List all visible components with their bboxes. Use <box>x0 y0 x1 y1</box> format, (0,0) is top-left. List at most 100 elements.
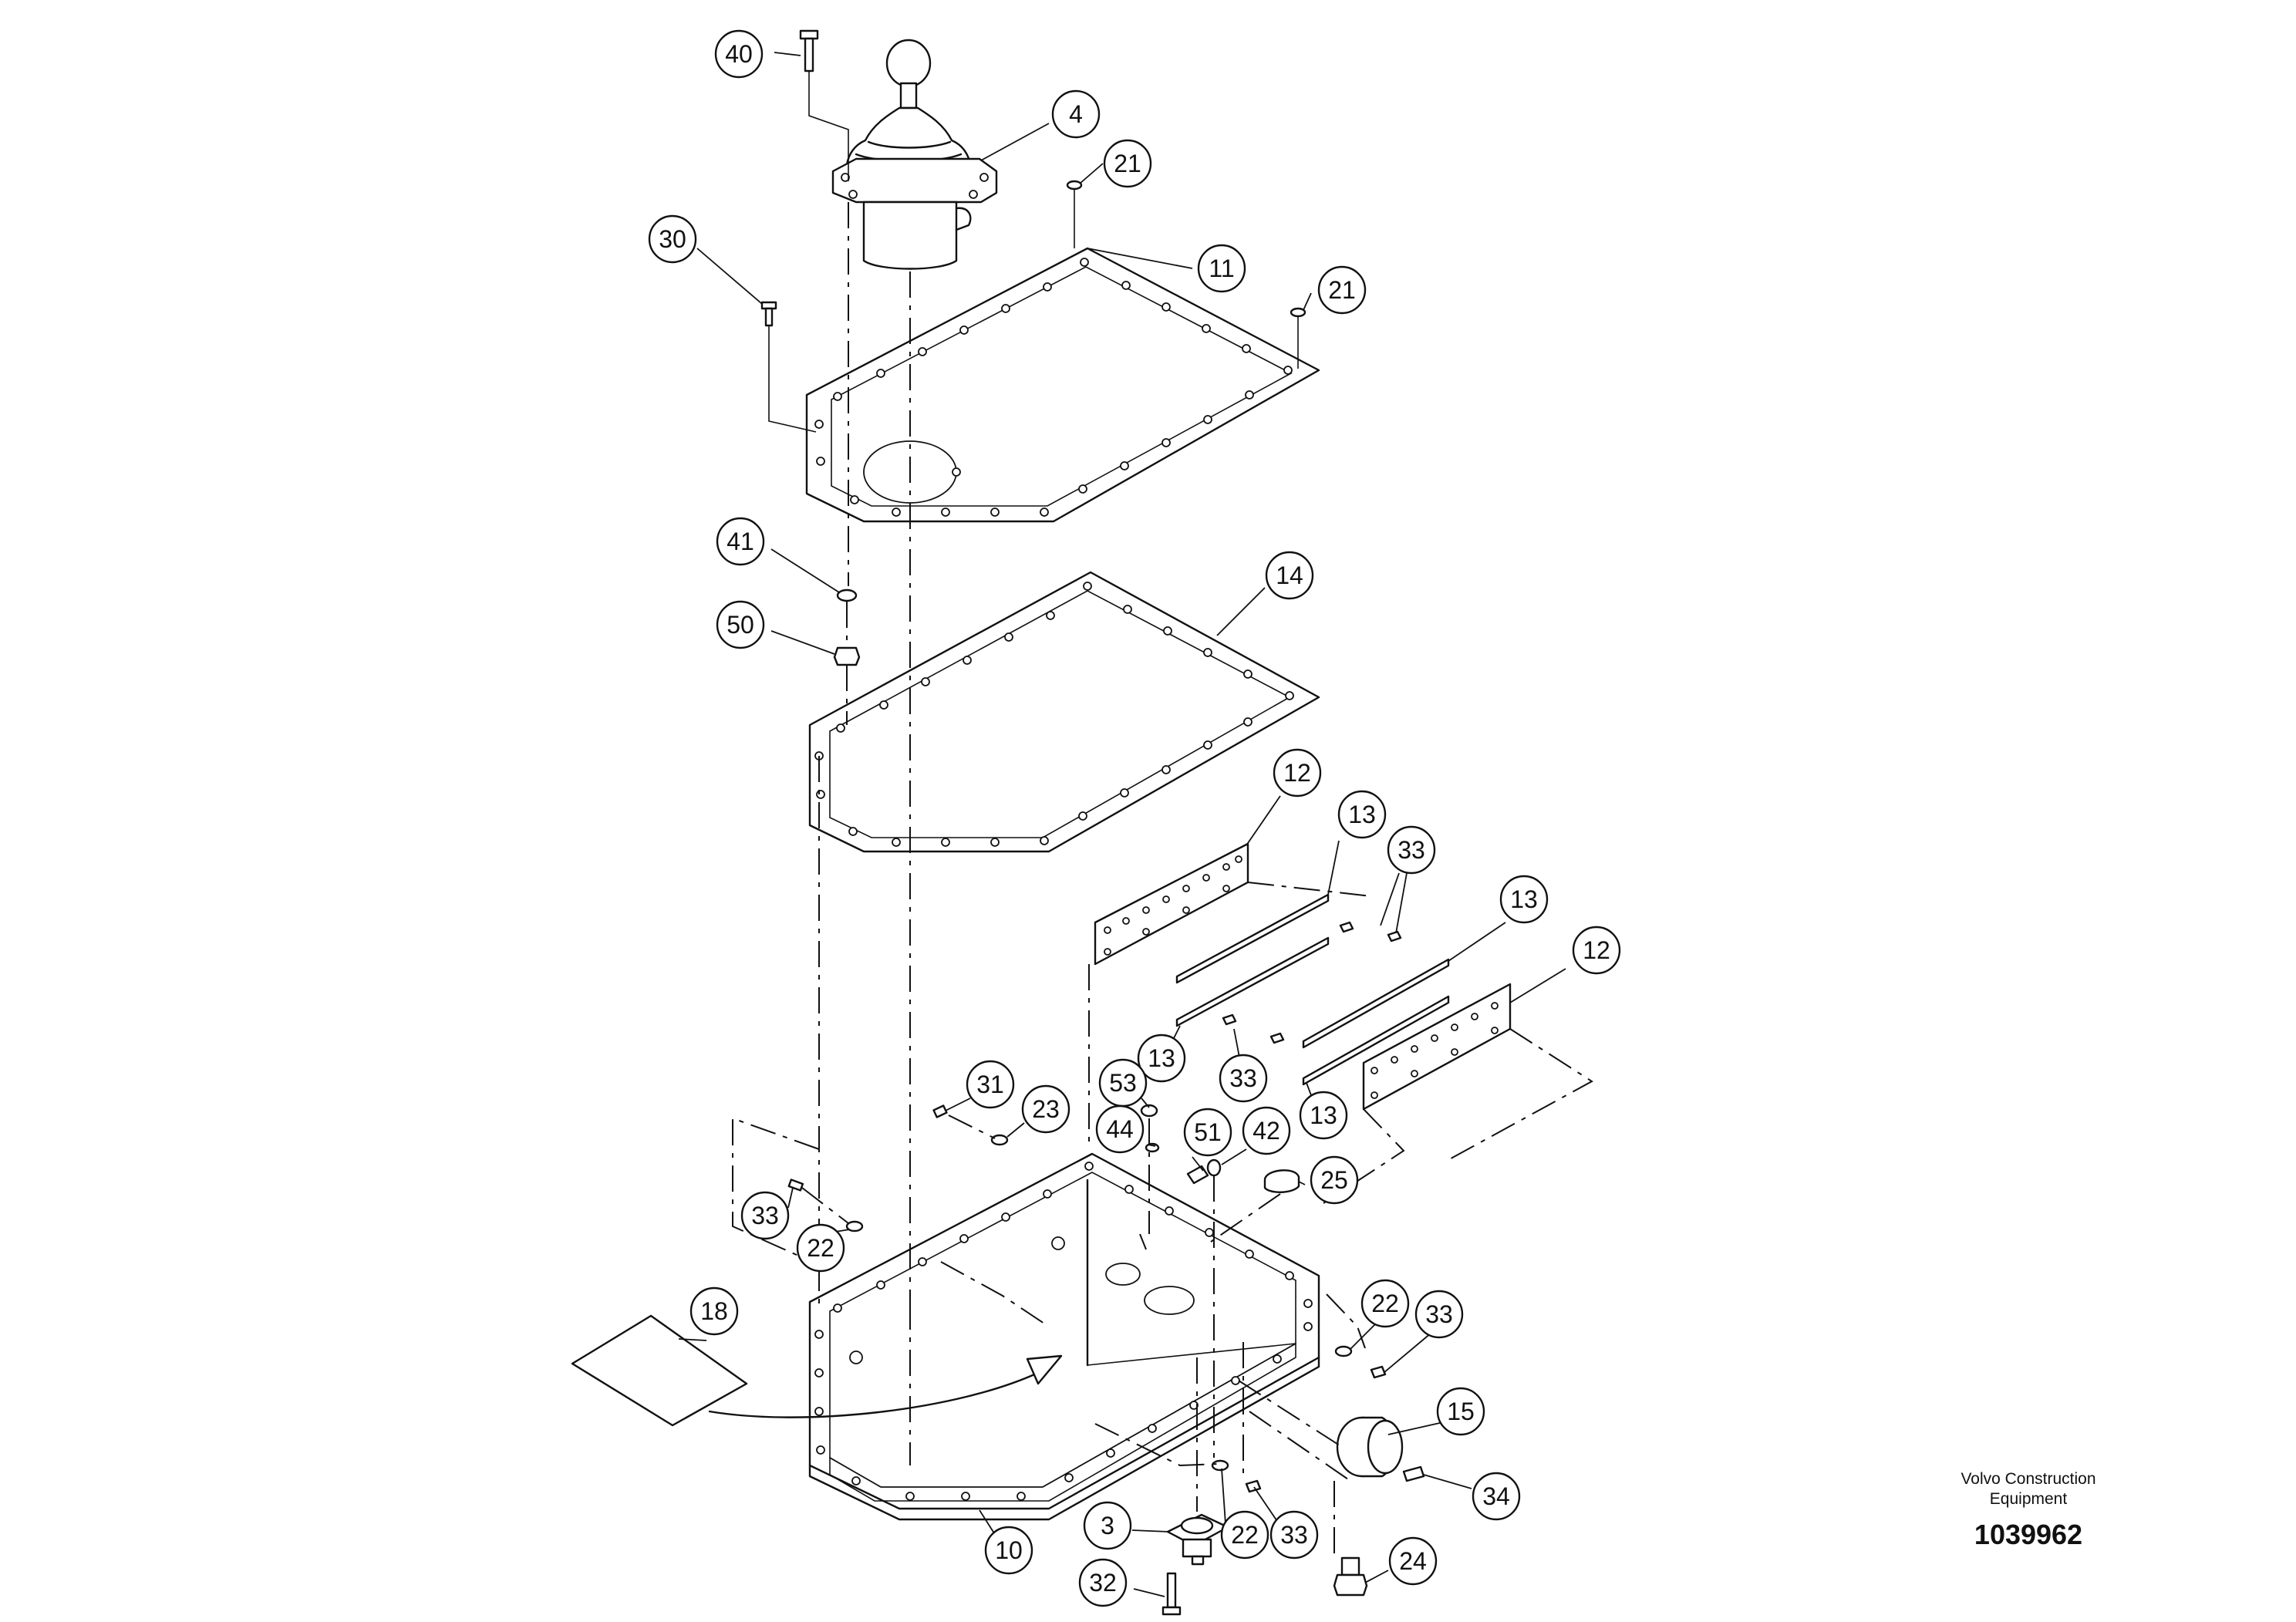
callout-13-right: 13 <box>1499 875 1549 924</box>
callout-33-left: 33 <box>740 1191 790 1240</box>
callout-50: 50 <box>716 600 765 649</box>
mount-3 <box>1166 1513 1229 1566</box>
alignment-lines <box>732 202 1593 1558</box>
callout-21-top: 21 <box>1103 139 1152 188</box>
callout-label: 12 <box>1283 759 1311 787</box>
bolt-40 <box>799 29 819 73</box>
install-arrow <box>708 1370 1043 1418</box>
callout-13-bottom: 13 <box>1299 1091 1348 1140</box>
callout-22-bottom: 22 <box>1220 1510 1269 1560</box>
callout-33-mid: 33 <box>1219 1054 1268 1103</box>
callout-4: 4 <box>1051 89 1101 139</box>
callout-label: 51 <box>1194 1118 1222 1146</box>
callout-30: 30 <box>648 214 697 264</box>
company-name-line1: Volvo Construction <box>1961 1470 2096 1488</box>
callout-label: 33 <box>1425 1300 1453 1328</box>
callout-33-right: 33 <box>1414 1290 1464 1339</box>
callout-label: 21 <box>1114 150 1141 177</box>
callout-42: 42 <box>1242 1106 1291 1155</box>
callout-label: 13 <box>1348 801 1376 828</box>
company-name-line2: Equipment <box>1989 1490 2068 1508</box>
callout-label: 24 <box>1399 1547 1427 1575</box>
nut-50 <box>833 646 861 666</box>
label-plate-18 <box>571 1314 748 1427</box>
callout-label: 22 <box>1371 1290 1399 1317</box>
callout-15: 15 <box>1436 1387 1485 1436</box>
callout-label: 42 <box>1253 1117 1280 1145</box>
callout-21-right: 21 <box>1317 265 1367 315</box>
callout-12-right: 12 <box>1572 926 1621 975</box>
callout-label: 50 <box>727 611 754 639</box>
callout-3: 3 <box>1083 1501 1132 1550</box>
callout-10: 10 <box>984 1526 1033 1575</box>
screw-30 <box>760 301 777 327</box>
callout-24: 24 <box>1388 1536 1438 1586</box>
callout-label: 53 <box>1109 1069 1137 1097</box>
callout-14: 14 <box>1265 551 1314 600</box>
base-rim-holes <box>814 1162 1313 1501</box>
callout-25: 25 <box>1310 1155 1359 1205</box>
screws-33-strips <box>1222 921 1402 1044</box>
callout-label: 44 <box>1106 1115 1134 1143</box>
callout-label: 32 <box>1089 1569 1117 1597</box>
callout-label: 30 <box>659 225 686 253</box>
callout-11: 11 <box>1197 244 1246 293</box>
bolt-32 <box>1161 1572 1182 1616</box>
callout-label: 4 <box>1069 100 1083 128</box>
strips-13 <box>1175 893 1450 1086</box>
callout-label: 3 <box>1101 1512 1114 1539</box>
callout-label: 31 <box>976 1071 1004 1098</box>
joystick-assembly <box>831 39 998 270</box>
rubber-mount-15 <box>1336 1416 1404 1478</box>
callout-label: 33 <box>1397 836 1425 864</box>
leader-lines <box>678 52 1566 1597</box>
callout-label: 33 <box>1280 1521 1308 1549</box>
washer-41 <box>836 588 858 602</box>
callout-label: 23 <box>1032 1095 1060 1123</box>
callout-32: 32 <box>1078 1558 1128 1607</box>
side-plate-12-left <box>1094 842 1249 966</box>
gasket <box>808 571 1320 853</box>
callout-label: 15 <box>1447 1398 1475 1425</box>
callout-31: 31 <box>966 1060 1015 1109</box>
callout-33-top: 33 <box>1387 825 1436 875</box>
callout-label: 13 <box>1510 885 1538 913</box>
callout-label: 14 <box>1276 561 1303 589</box>
callout-label: 13 <box>1148 1044 1175 1072</box>
callout-label: 18 <box>700 1297 728 1325</box>
plug-24 <box>1333 1556 1368 1597</box>
rivet-21-top <box>1066 180 1083 191</box>
callout-label: 21 <box>1328 276 1356 304</box>
callout-51: 51 <box>1183 1108 1232 1157</box>
callout-13-left: 13 <box>1137 1034 1186 1083</box>
callout-label: 10 <box>995 1536 1023 1564</box>
callout-label: 40 <box>725 40 753 68</box>
callout-40: 40 <box>714 29 764 79</box>
callout-44: 44 <box>1095 1104 1145 1154</box>
callout-22-left: 22 <box>796 1223 845 1273</box>
base-housing <box>808 1152 1320 1521</box>
callout-23: 23 <box>1021 1084 1070 1134</box>
callout-label: 33 <box>1229 1064 1257 1092</box>
top-cover-plate <box>805 247 1320 523</box>
callout-33-bottom: 33 <box>1269 1510 1319 1560</box>
callout-18: 18 <box>689 1286 739 1336</box>
drawing-footer: Volvo Construction Equipment 1039962 <box>1866 1469 2190 1551</box>
callout-label: 33 <box>751 1202 779 1229</box>
callout-label: 12 <box>1583 936 1610 964</box>
gasket-holes <box>814 582 1294 847</box>
callout-13-top: 13 <box>1337 790 1387 839</box>
callout-label: 13 <box>1310 1101 1337 1129</box>
callout-12-left: 12 <box>1273 748 1322 798</box>
callout-label: 22 <box>1231 1521 1259 1549</box>
callout-53: 53 <box>1098 1058 1148 1108</box>
callout-label: 22 <box>807 1234 834 1262</box>
callout-label: 25 <box>1320 1166 1348 1194</box>
callout-22-right: 22 <box>1360 1279 1410 1328</box>
callout-41: 41 <box>716 517 765 566</box>
top-plate-holes <box>814 258 1293 517</box>
callout-label: 34 <box>1482 1482 1510 1510</box>
callout-34: 34 <box>1472 1472 1521 1521</box>
drawing-number: 1039962 <box>1974 1519 2083 1550</box>
